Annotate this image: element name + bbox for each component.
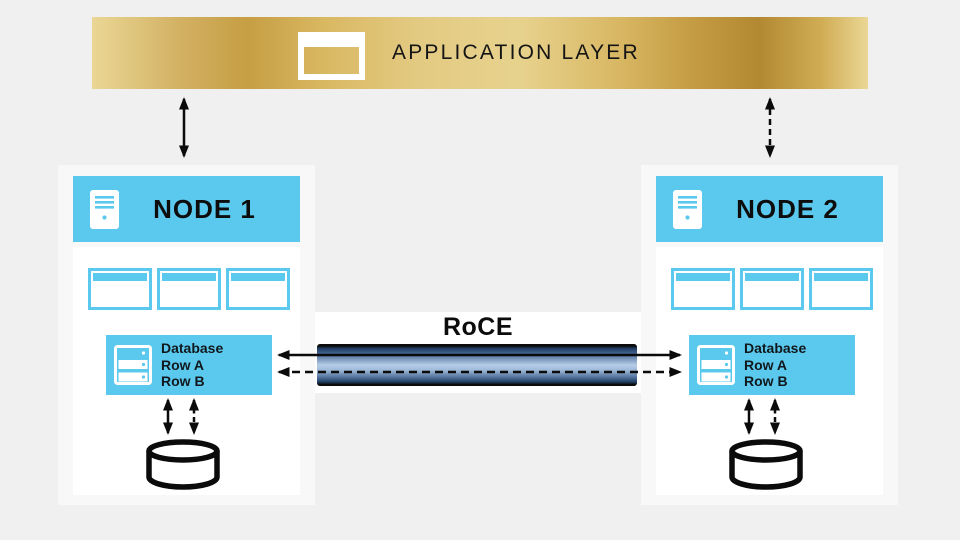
application-layer-banner: APPLICATION LAYER bbox=[92, 17, 868, 89]
node-card-1: NODE 1 Database Row A bbox=[58, 165, 315, 505]
cylinder-icon bbox=[729, 439, 803, 490]
app-window-glyph bbox=[671, 268, 735, 310]
node1-title: NODE 1 bbox=[153, 193, 256, 224]
app-window-glyph bbox=[740, 268, 804, 310]
node2-header: NODE 2 bbox=[656, 176, 883, 242]
node2-title: NODE 2 bbox=[736, 193, 839, 224]
node1-body: Database Row A Row B bbox=[73, 247, 300, 495]
node-card-2: NODE 2 Database Row A bbox=[641, 165, 898, 505]
node2-body: Database Row A Row B bbox=[656, 247, 883, 495]
cylinder-icon bbox=[146, 439, 220, 490]
node1-database-box: Database Row A Row B bbox=[106, 335, 272, 395]
database-icon bbox=[697, 345, 735, 385]
roce-pipe bbox=[317, 344, 637, 386]
server-icon bbox=[673, 189, 702, 229]
db-line: Row A bbox=[161, 356, 205, 373]
node2-database-label: Database Row A Row B bbox=[744, 340, 806, 390]
window-icon bbox=[298, 32, 365, 80]
app-window-glyph bbox=[157, 268, 221, 310]
application-layer-label: APPLICATION LAYER bbox=[392, 41, 640, 64]
node1-header: NODE 1 bbox=[73, 176, 300, 242]
node1-database-label: Database Row A Row B bbox=[161, 340, 223, 390]
app-window-glyph bbox=[226, 268, 290, 310]
app-window-glyph bbox=[88, 268, 152, 310]
roce-band: RoCE bbox=[315, 312, 641, 393]
db-line: Row B bbox=[744, 373, 788, 390]
db-line: Database bbox=[744, 340, 807, 357]
db-line: Row A bbox=[744, 356, 788, 373]
node2-database-box: Database Row A Row B bbox=[689, 335, 855, 395]
app-window-glyph bbox=[809, 268, 873, 310]
node1-process-windows bbox=[88, 268, 290, 310]
db-line: Row B bbox=[161, 373, 205, 390]
node2-process-windows bbox=[671, 268, 873, 310]
server-icon bbox=[90, 189, 119, 229]
db-line: Database bbox=[161, 340, 224, 357]
roce-label: RoCE bbox=[442, 313, 514, 341]
database-icon bbox=[114, 345, 152, 385]
